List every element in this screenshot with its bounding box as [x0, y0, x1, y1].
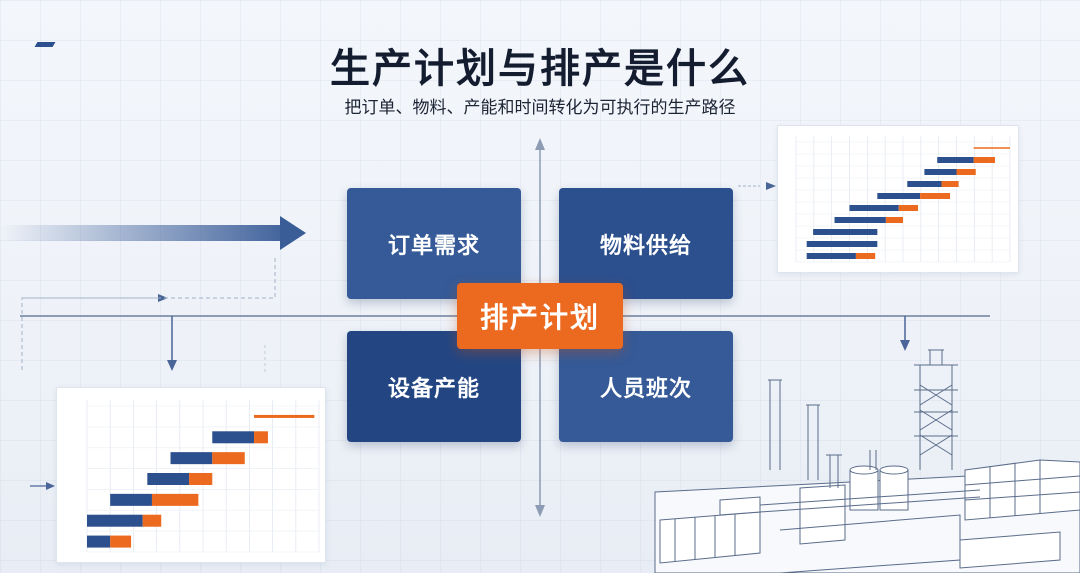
quadrant-label: 人员班次	[599, 376, 692, 402]
gantt-bar-orange	[212, 452, 245, 465]
gantt-bar-orange	[973, 147, 1010, 149]
gantt-bar-orange	[941, 181, 959, 187]
gantt-bar-orange	[151, 493, 199, 506]
gantt-bar-blue	[147, 473, 190, 485]
gantt-chart-left-svg	[86, 400, 320, 553]
gantt-chart-left	[56, 387, 326, 563]
center-label: 排产计划	[479, 301, 600, 334]
gantt-bar-orange	[254, 414, 315, 418]
quadrant-label: 设备产能	[387, 376, 480, 402]
gantt-bar-blue	[907, 181, 942, 187]
quadrant-equipment-capacity: 设备产能	[347, 331, 521, 442]
quadrant-label: 物料供给	[599, 233, 692, 259]
gantt-bar-orange	[254, 431, 268, 444]
gantt-bar-orange	[110, 535, 132, 548]
page-subtitle: 把订单、物料、产能和时间转化为可执行的生产路径	[344, 98, 736, 118]
gantt-bar-orange	[189, 473, 213, 485]
page-title: 生产计划与排产是什么	[330, 46, 750, 92]
gantt-bar-orange	[956, 169, 976, 175]
quadrant-material-supply: 物料供给	[559, 188, 733, 299]
gantt-bar-blue	[110, 493, 152, 506]
gantt-bar-orange	[142, 514, 162, 527]
quadrant-label: 订单需求	[387, 233, 480, 259]
gantt-bar-blue	[877, 193, 921, 199]
flow-arrow-body	[0, 225, 282, 241]
gantt-bar-blue	[813, 229, 878, 235]
quadrant-staff-shifts: 人员班次	[559, 331, 733, 442]
gantt-bar-orange	[885, 217, 903, 223]
gantt-bar-orange	[973, 157, 996, 163]
gantt-bar-orange	[898, 205, 918, 211]
gantt-bar-blue	[924, 169, 957, 175]
gantt-chart-right	[777, 125, 1019, 273]
gantt-bar-blue	[87, 535, 111, 548]
gantt-bar-blue	[937, 157, 974, 163]
gantt-bar-blue	[212, 431, 255, 444]
gantt-bar-blue	[849, 205, 899, 211]
gantt-bar-blue	[170, 452, 213, 465]
gantt-bar-blue	[87, 514, 143, 527]
gantt-bar-orange	[920, 193, 951, 199]
gantt-bar-blue	[806, 241, 878, 247]
gantt-bar-blue	[806, 253, 856, 259]
center-scheduling-plan: 排产计划	[457, 283, 623, 349]
gantt-bar-blue	[834, 217, 886, 223]
gantt-bar-orange	[855, 253, 876, 259]
flow-arrow-head	[280, 216, 306, 250]
quadrant-order-demand: 订单需求	[347, 188, 521, 299]
gantt-chart-right-svg	[795, 136, 1011, 263]
